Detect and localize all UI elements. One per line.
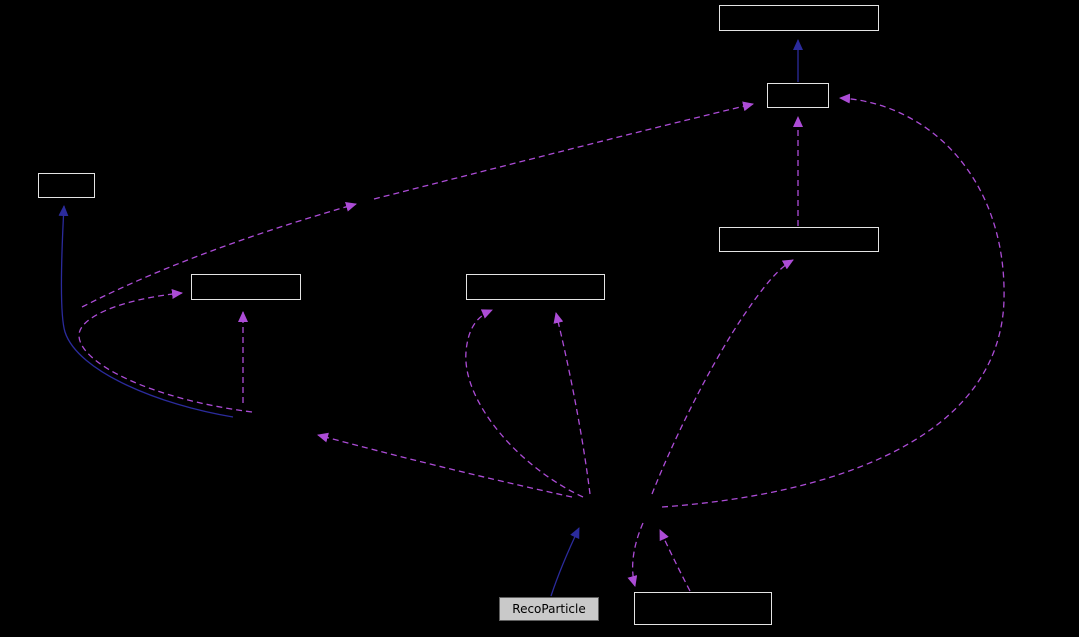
node-mid-left[interactable] [191, 274, 301, 300]
edge-reco-inherit-up [550, 527, 580, 597]
node-recoparticle[interactable]: RecoParticle [499, 597, 599, 621]
edge-low-to-rightmid [651, 259, 794, 495]
node-upper-small[interactable] [767, 83, 829, 108]
node-left-small[interactable] [38, 173, 95, 198]
edge-diag-right-segment [373, 101, 754, 200]
edge-lowleft-to-leftbox [58, 205, 234, 418]
edge-down-to-bottomright [627, 522, 644, 587]
node-top[interactable] [719, 5, 879, 31]
edge-diag-left-segment [81, 201, 357, 308]
node-bottom-right[interactable] [634, 592, 772, 625]
node-right-mid[interactable] [719, 227, 879, 252]
edge-stem-to-center [553, 312, 591, 495]
node-center[interactable] [466, 274, 605, 300]
edge-hook-to-midleft [78, 289, 253, 413]
edge-loop-right-to-upper [661, 93, 1005, 508]
node-label: RecoParticle [512, 602, 586, 616]
edge-bottomright-up [659, 529, 691, 592]
edge-center-low-to-left [317, 432, 573, 498]
